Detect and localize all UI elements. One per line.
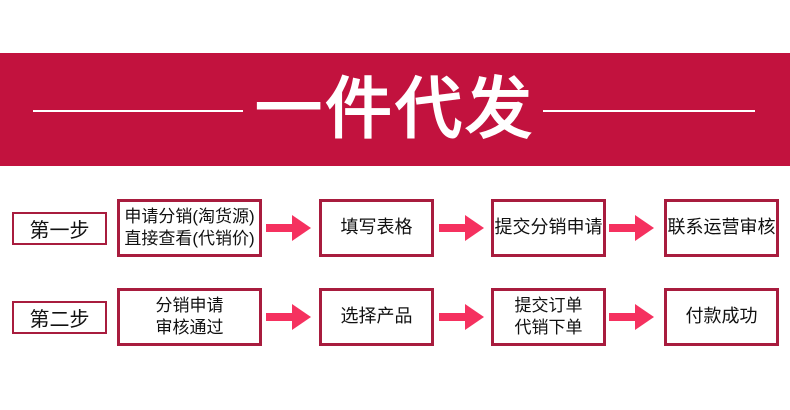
flow-row-step-2: 第二步 分销申请 审核通过 选择产品 提交订单 代销下单 付款成功 bbox=[0, 288, 790, 346]
flow-step-box: 分销申请 审核通过 bbox=[117, 288, 262, 346]
arrow-right-icon bbox=[609, 215, 654, 241]
banner-left-divider bbox=[33, 110, 243, 112]
flow-step-text: 联系运营审核 bbox=[667, 217, 776, 238]
flow-step-text: 代销下单 bbox=[514, 318, 583, 337]
page-title: 一件代发 bbox=[255, 72, 535, 147]
flow-step-text: 分销申请 bbox=[155, 295, 224, 315]
step-1-label: 第一步 bbox=[29, 219, 90, 242]
step-1-label-box: 第一步 bbox=[12, 211, 107, 245]
flow-step-box: 联系运营审核 bbox=[664, 199, 779, 257]
flow-step-box: 填写表格 bbox=[319, 199, 434, 257]
flow-step-text: 申请分销(淘货源) bbox=[124, 206, 255, 226]
flow-row-step-1: 第一步 申请分销(淘货源) 直接查看(代销价) 填写表格 提交分销申请 联系运营… bbox=[0, 199, 790, 257]
flow-step-text: 填写表格 bbox=[340, 217, 413, 238]
arrow-right-icon bbox=[609, 304, 654, 330]
arrow-right-icon bbox=[439, 304, 484, 330]
flow-step-text: 审核通过 bbox=[155, 318, 224, 337]
flow-step-text: 直接查看(代销价) bbox=[124, 229, 255, 248]
flow-step-text: 选择产品 bbox=[340, 306, 413, 327]
flow-step-text: 提交订单 bbox=[514, 295, 583, 315]
flow-step-box: 提交订单 代销下单 bbox=[491, 288, 606, 346]
banner-right-divider bbox=[543, 110, 755, 112]
step-2-label-box: 第二步 bbox=[12, 300, 107, 334]
flow-step-box: 付款成功 bbox=[664, 288, 779, 346]
flow-step-box: 提交分销申请 bbox=[491, 199, 606, 257]
flow-step-box: 申请分销(淘货源) 直接查看(代销价) bbox=[117, 199, 262, 257]
arrow-right-icon bbox=[266, 215, 311, 241]
flow-step-text: 提交分销申请 bbox=[494, 217, 603, 238]
title-banner: 一件代发 bbox=[0, 53, 790, 166]
step-2-label: 第二步 bbox=[29, 308, 90, 331]
arrow-right-icon bbox=[266, 304, 311, 330]
flow-step-box: 选择产品 bbox=[319, 288, 434, 346]
arrow-right-icon bbox=[439, 215, 484, 241]
flow-step-text: 付款成功 bbox=[685, 306, 758, 327]
